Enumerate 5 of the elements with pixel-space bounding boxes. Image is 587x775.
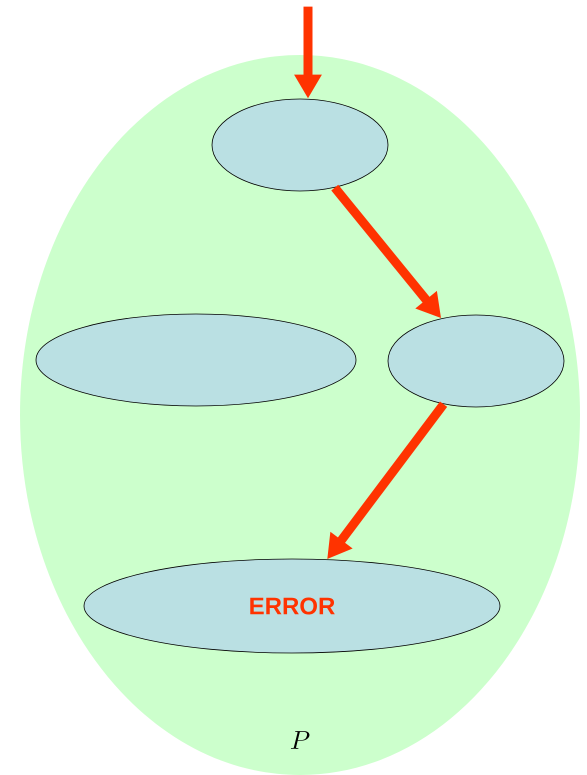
empty-ellipse (388, 314, 564, 408)
variable-label: $P$ (290, 731, 310, 749)
empty-ellipse (212, 98, 388, 192)
ellipse-node: ERROR (84, 558, 500, 654)
empty-ellipse (36, 314, 356, 406)
